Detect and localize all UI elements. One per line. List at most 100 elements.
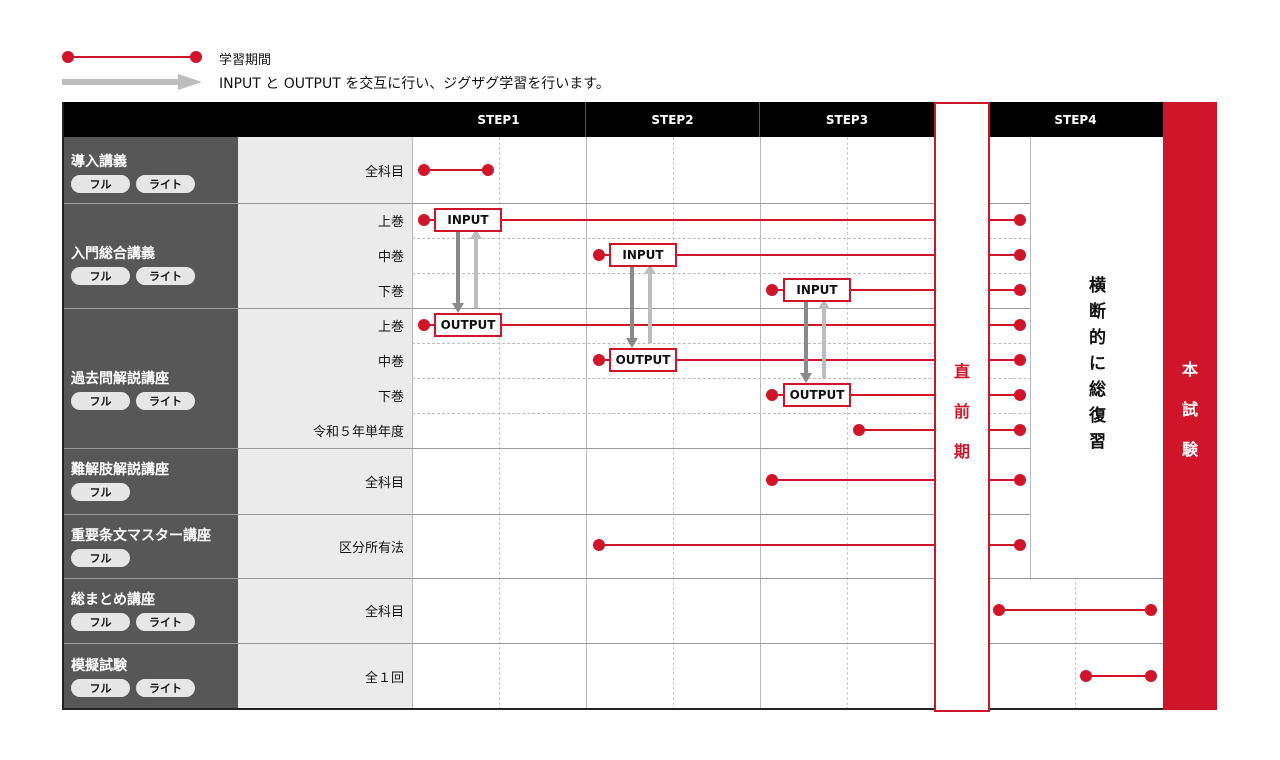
input-to-output-arrow [452,232,464,313]
legend-arrow-head-icon [178,74,202,90]
course-cell: 模擬試験 フルライト [62,643,238,709]
step3-header: STEP3 [760,102,934,137]
period-bar [999,609,1151,611]
period-end-dot [1145,670,1157,682]
step1-header: STEP1 [412,102,586,137]
period-bar [599,254,934,256]
subject-cell: 中巻 [238,238,412,273]
course-cell: 導入講義 フルライト [62,137,238,203]
period-bar [988,254,1020,256]
period-bar [859,429,934,431]
review-char: 的 [1089,328,1106,348]
review-char: 習 [1089,432,1106,452]
period-bar [772,394,934,396]
period-bar [988,219,1020,221]
badge-full: フル [71,175,130,193]
period-end-dot [1014,249,1026,261]
period-start-dot [418,319,430,331]
course-cell: 総まとめ講座 フルライト [62,578,238,643]
row-divider [62,708,1217,710]
period-bar [988,394,1020,396]
input-tag: INPUT [783,278,851,302]
period-bar [772,479,934,481]
period-start-dot [593,354,605,366]
curriculum-chart: STEP1 STEP2 STEP3 STEP4 導入講義 フルライト 入門総合講… [62,102,1217,712]
period-bar [988,324,1020,326]
subject-cell: 全科目 [238,137,412,203]
period-end-dot [1014,424,1026,436]
row-divider [62,578,1217,579]
period-end-dot [482,164,494,176]
course-name: 総まとめ講座 [71,592,155,608]
period-start-dot [1080,670,1092,682]
review-char: 断 [1089,302,1106,322]
legend-period-line [68,56,196,58]
chokuzen-char: 直 [953,362,970,381]
course-cell: 難解肢解説講座 フル [62,448,238,514]
grid-vline [673,137,674,710]
period-start-dot [418,164,430,176]
grid-vline [586,137,587,710]
row-divider [62,203,1217,204]
input-to-output-arrow [800,302,812,383]
legend-period-label: 学習期間 [219,53,272,68]
review-char: に [1089,354,1106,374]
period-bar [772,289,934,291]
review-char: 復 [1089,406,1106,426]
course-name: 入門総合講義 [71,246,155,262]
input-to-output-arrow [626,267,638,348]
badge-light: ライト [136,175,195,193]
period-bar [424,169,488,171]
review-box: 横 断 的 に 総 復 習 [1030,137,1164,578]
badge-full: フル [71,267,130,285]
period-bar [988,479,1020,481]
badge-light: ライト [136,679,195,697]
period-bar [988,289,1020,291]
chokuzen-char: 期 [953,442,970,461]
period-start-dot [853,424,865,436]
row-divider [412,413,1217,414]
period-start-dot [418,214,430,226]
input-tag: INPUT [434,208,502,232]
row-divider [62,514,1217,515]
chokuzen-column: 直 前 期 [934,102,990,712]
period-start-dot [593,539,605,551]
period-bar [424,324,934,326]
row-divider [412,238,1217,239]
course-cell: 重要条文マスター講座 フル [62,514,238,578]
period-start-dot [766,389,778,401]
period-end-dot [1014,319,1026,331]
course-name: 模擬試験 [71,658,127,674]
subject-cell: 全科目 [238,448,412,514]
period-bar [988,359,1020,361]
honshiken-char: 本 [1181,360,1198,379]
period-start-dot [766,284,778,296]
period-start-dot [766,474,778,486]
output-tag: OUTPUT [434,313,502,337]
badge-full: フル [71,392,130,410]
row-divider [62,643,1217,644]
badge-full: フル [71,613,130,631]
grid-vline [847,137,848,710]
course-name: 難解肢解説講座 [71,462,169,478]
subject-cell: 令和５年単年度 [238,413,412,448]
course-name: 重要条文マスター講座 [71,528,211,544]
course-cell: 過去問解説講座 フルライト [62,308,238,448]
badge-light: ライト [136,392,195,410]
legend: 学習期間 INPUT と OUTPUT を交互に行い、ジグザグ学習を行います。 [62,46,762,96]
legend-arrow [62,79,180,85]
output-tag: OUTPUT [609,348,677,372]
subject-cell: 中巻 [238,343,412,378]
chart-border-left [62,102,64,710]
period-end-dot [1014,354,1026,366]
step2-header: STEP2 [586,102,760,137]
badge-full: フル [71,483,130,501]
period-end-dot [1014,389,1026,401]
output-to-input-arrow [644,264,656,343]
period-end-dot [1014,539,1026,551]
period-start-dot [993,604,1005,616]
honshiken-char: 試 [1181,400,1198,419]
subject-cell: 全１回 [238,643,412,709]
grid-vline [499,137,500,710]
badge-light: ライト [136,613,195,631]
